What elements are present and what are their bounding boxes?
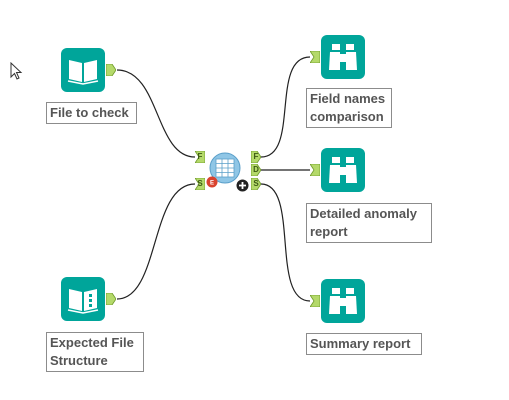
tool-annotation-expected-structure: Expected File Structure (46, 332, 144, 372)
wire-file-to-macro-f (116, 69, 196, 158)
macro-table-icon (209, 152, 241, 184)
macro-output-anchor-d[interactable]: D (251, 164, 261, 176)
input-anchor[interactable] (310, 164, 320, 176)
wire-structure-to-macro-s (116, 183, 196, 300)
wire-macro-s-to-summary (260, 183, 311, 302)
binoculars-icon (329, 157, 357, 183)
anchor-letter: D (253, 165, 259, 174)
anchor-letter: F (253, 152, 259, 161)
output-anchor[interactable] (106, 64, 116, 76)
mouse-cursor-icon (10, 62, 23, 80)
macro-input-anchor-s[interactable]: S (195, 178, 205, 190)
wire-macro-f-to-field-names (260, 56, 311, 158)
input-anchor[interactable] (310, 295, 320, 307)
input-tool-file-to-check[interactable] (61, 48, 105, 92)
input-tool-expected-structure[interactable] (61, 277, 105, 321)
svg-text:E: E (210, 181, 214, 187)
binoculars-icon (329, 44, 357, 70)
macro-badge-icon: E (206, 176, 218, 188)
anchor-letter: S (253, 179, 259, 188)
browse-tool-summary-report[interactable] (321, 279, 365, 323)
tool-annotation-file-to-check: File to check (46, 102, 137, 124)
anchor-letter: S (197, 179, 203, 188)
tool-annotation-summary-report: Summary report (306, 333, 422, 355)
browse-tool-field-names[interactable] (321, 35, 365, 79)
anchor-letter: F (197, 152, 203, 161)
browse-tool-detailed-anomaly[interactable] (321, 148, 365, 192)
binoculars-icon (329, 288, 357, 314)
macro-tool[interactable] (207, 152, 243, 188)
book-input-icon (67, 60, 99, 85)
macro-output-anchor-s[interactable]: S (251, 178, 261, 190)
input-anchor[interactable] (310, 51, 320, 63)
output-anchor[interactable] (106, 293, 116, 305)
add-connection-icon[interactable] (236, 179, 249, 192)
tool-annotation-detailed-anomaly: Detailed anomaly report (306, 203, 432, 243)
macro-input-anchor-f[interactable]: F (195, 151, 205, 163)
macro-output-anchor-f[interactable]: F (251, 151, 261, 163)
tool-annotation-field-names: Field names comparison (306, 88, 392, 128)
book-structure-input-icon (67, 289, 99, 314)
